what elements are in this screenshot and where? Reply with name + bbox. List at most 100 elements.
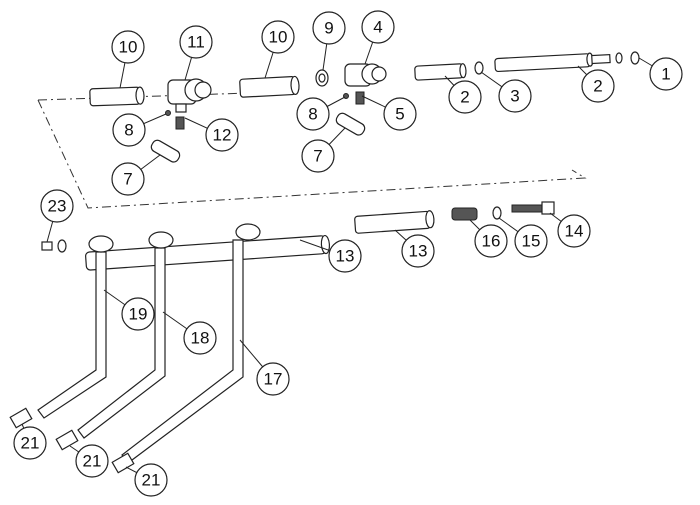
callout-number: 1 — [661, 65, 670, 84]
tube-10-left — [89, 86, 145, 107]
callout-21: 21 — [69, 444, 109, 478]
callout-10: 10 — [111, 30, 145, 89]
callout-number: 4 — [373, 18, 382, 37]
callout-13: 13 — [394, 229, 435, 268]
callout-circle — [183, 321, 217, 355]
tube-10-right — [239, 75, 300, 98]
callout-number: 9 — [324, 19, 333, 38]
callout-circle — [261, 20, 295, 54]
callout-circle — [361, 10, 395, 44]
spring-16 — [451, 207, 478, 221]
callout-circle — [111, 30, 145, 64]
callout-9: 9 — [312, 11, 346, 71]
callout-23: 23 — [40, 189, 74, 243]
callout-circle — [121, 297, 155, 331]
bolt-14 — [511, 204, 543, 213]
callout-circle — [301, 139, 335, 173]
callout-number: 14 — [565, 222, 584, 241]
cap-21 — [111, 452, 135, 474]
lower-assembly — [9, 201, 555, 474]
clamp-11 — [167, 78, 212, 113]
callout-number: 16 — [482, 232, 501, 251]
upper-assembly — [89, 51, 640, 163]
callout-21: 21 — [125, 463, 168, 497]
callout-16: 16 — [469, 219, 508, 258]
callout-circle — [649, 57, 683, 91]
cap-21 — [55, 429, 79, 451]
assembly-boundary — [37, 92, 587, 209]
callout-8: 8 — [296, 96, 346, 131]
callout-circle — [13, 426, 47, 460]
callout-number: 2 — [593, 77, 602, 96]
callout-number: 21 — [21, 434, 40, 453]
spring-12 — [175, 116, 185, 130]
callout-number: 11 — [187, 33, 205, 52]
washer-1 — [630, 51, 640, 65]
cap-21 — [9, 407, 33, 429]
callout-3: 3 — [480, 71, 532, 113]
callout-number: 2 — [460, 88, 469, 107]
pin-8 — [165, 110, 171, 116]
callout-2: 2 — [444, 75, 482, 114]
callout-4: 4 — [361, 10, 395, 65]
callout-number: 8 — [308, 105, 317, 124]
tube-2-short — [414, 63, 467, 81]
leg-19 — [37, 251, 107, 419]
callout-number: 12 — [213, 126, 232, 145]
leg-18 — [77, 247, 166, 439]
callout-14: 14 — [549, 212, 591, 248]
callout-17: 17 — [239, 339, 290, 396]
callout-8: 8 — [112, 113, 167, 147]
tube-13 — [354, 210, 435, 234]
callout-number: 19 — [129, 305, 148, 324]
callout-5: 5 — [361, 95, 417, 131]
callout-circle — [401, 234, 435, 268]
lever-7 — [335, 112, 366, 136]
lever-7 — [150, 139, 181, 163]
spring-5 — [355, 91, 365, 105]
nut-23 — [41, 241, 53, 251]
callout-circle — [312, 11, 346, 45]
callout-circle — [296, 97, 330, 131]
callout-number: 13 — [336, 247, 355, 266]
callout-circle — [498, 79, 532, 113]
callout-number: 21 — [142, 471, 161, 490]
callout-circle — [474, 224, 508, 258]
callout-7: 7 — [301, 127, 346, 173]
callout-number: 17 — [264, 370, 283, 389]
callout-number: 8 — [124, 121, 133, 140]
callout-7: 7 — [111, 154, 161, 196]
callout-circle — [256, 362, 290, 396]
callout-number: 18 — [191, 329, 210, 348]
callout-circle — [111, 162, 145, 196]
callout-19: 19 — [103, 289, 155, 331]
callout-2: 2 — [577, 65, 615, 103]
callout-number: 15 — [522, 232, 541, 251]
callout-circle — [40, 189, 74, 223]
leg-17 — [121, 239, 244, 464]
callout-circle — [383, 97, 417, 131]
tube-2-long — [494, 52, 611, 73]
clamp-4 — [344, 63, 387, 87]
callout-number: 7 — [313, 147, 322, 166]
callout-circle — [581, 69, 615, 103]
callout-15: 15 — [498, 217, 548, 258]
callout-circle — [179, 25, 213, 59]
callout-number: 10 — [269, 28, 288, 47]
callout-number: 10 — [119, 38, 138, 57]
callout-10: 10 — [261, 20, 295, 79]
callout-13: 13 — [299, 239, 362, 273]
callout-11: 11 — [179, 25, 213, 81]
callout-number: 7 — [123, 170, 132, 189]
callout-12: 12 — [184, 117, 239, 152]
callout-1: 1 — [638, 57, 683, 91]
callout-number: 13 — [409, 242, 428, 261]
callout-circle — [112, 113, 146, 147]
callout-circle — [448, 80, 482, 114]
callout-18: 18 — [162, 311, 217, 355]
callout-21: 21 — [13, 423, 47, 460]
callout-circle — [75, 444, 109, 478]
washer-3 — [474, 61, 484, 75]
